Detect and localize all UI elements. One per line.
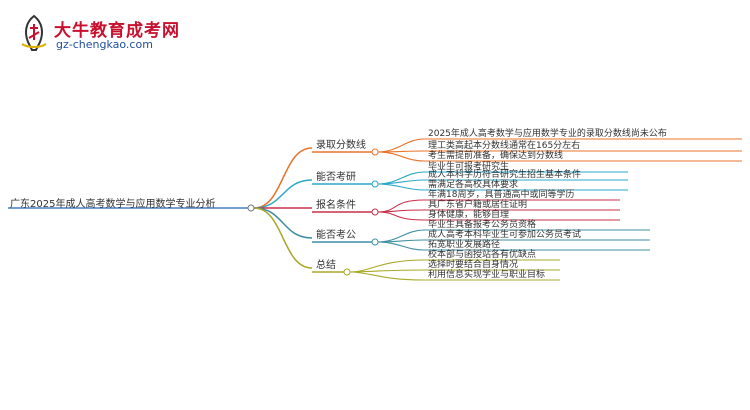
- branch-node-connector: [371, 148, 379, 156]
- branch-label: 录取分数线: [316, 138, 366, 151]
- leaf-label: 年满18周岁，具普通高中或同等学历: [428, 188, 574, 200]
- leaf-connector: [377, 183, 425, 191]
- leaf-label: 校本部与函授站各有优缺点: [428, 248, 536, 260]
- leaf-label: 利用信息实现学业与职业目标: [428, 268, 545, 280]
- root-node-connector: [247, 204, 255, 212]
- branch-connector: [253, 147, 313, 209]
- leaf-label: 毕业生可报考研究生: [428, 160, 509, 172]
- branch-node-connector: [371, 238, 379, 246]
- leaf-connector: [377, 211, 425, 221]
- leaf-label: 成人高考本科毕业生可参加公务员考试: [428, 228, 581, 240]
- branch-connector: [253, 179, 313, 209]
- leaf-label: 2025年成人高考数学与应用数学专业的录取分数线尚未公布: [428, 127, 667, 139]
- leaf-label: 拓宽职业发展路径: [428, 238, 500, 250]
- leaf-label: 理工类高起本分数线通常在165分左右: [428, 139, 580, 151]
- leaf-connector: [349, 271, 425, 281]
- root-node-label: 广东2025年成人高考数学与应用数学专业分析: [10, 197, 215, 210]
- leaf-connector: [377, 151, 425, 162]
- leaf-label: 毕业生具备报考公务员资格: [428, 218, 536, 230]
- leaf-connector: [377, 138, 425, 153]
- leaf-label: 具广东省户籍或居住证明: [428, 198, 527, 210]
- branch-node-connector: [371, 208, 379, 216]
- leaf-label: 成人本科学历符合研究生招生基本条件: [428, 168, 581, 180]
- branch-label: 能否考公: [316, 228, 356, 241]
- leaf-connector: [377, 179, 425, 185]
- branch-label: 能否考研: [316, 170, 356, 183]
- leaf-label: 需满足各高校具体要求: [428, 178, 518, 190]
- leaf-label: 身体健康，能够自理: [428, 208, 509, 220]
- brand-url: gz-chengkao.com: [56, 38, 153, 51]
- branch-node-connector: [371, 180, 379, 188]
- leaf-label: 考生需提前准备，确保达到分数线: [428, 149, 563, 161]
- branch-label: 报名条件: [316, 198, 356, 211]
- brand-logo: [21, 14, 47, 51]
- branch-label: 总结: [316, 258, 336, 271]
- brand-title: 大牛教育成考网: [54, 21, 180, 41]
- branch-node-connector: [343, 268, 351, 276]
- leaf-label: 选择时要结合自身情况: [428, 258, 518, 270]
- leaf-connector: [377, 241, 425, 251]
- branch-connector: [253, 207, 313, 269]
- branch-connector: [253, 207, 313, 239]
